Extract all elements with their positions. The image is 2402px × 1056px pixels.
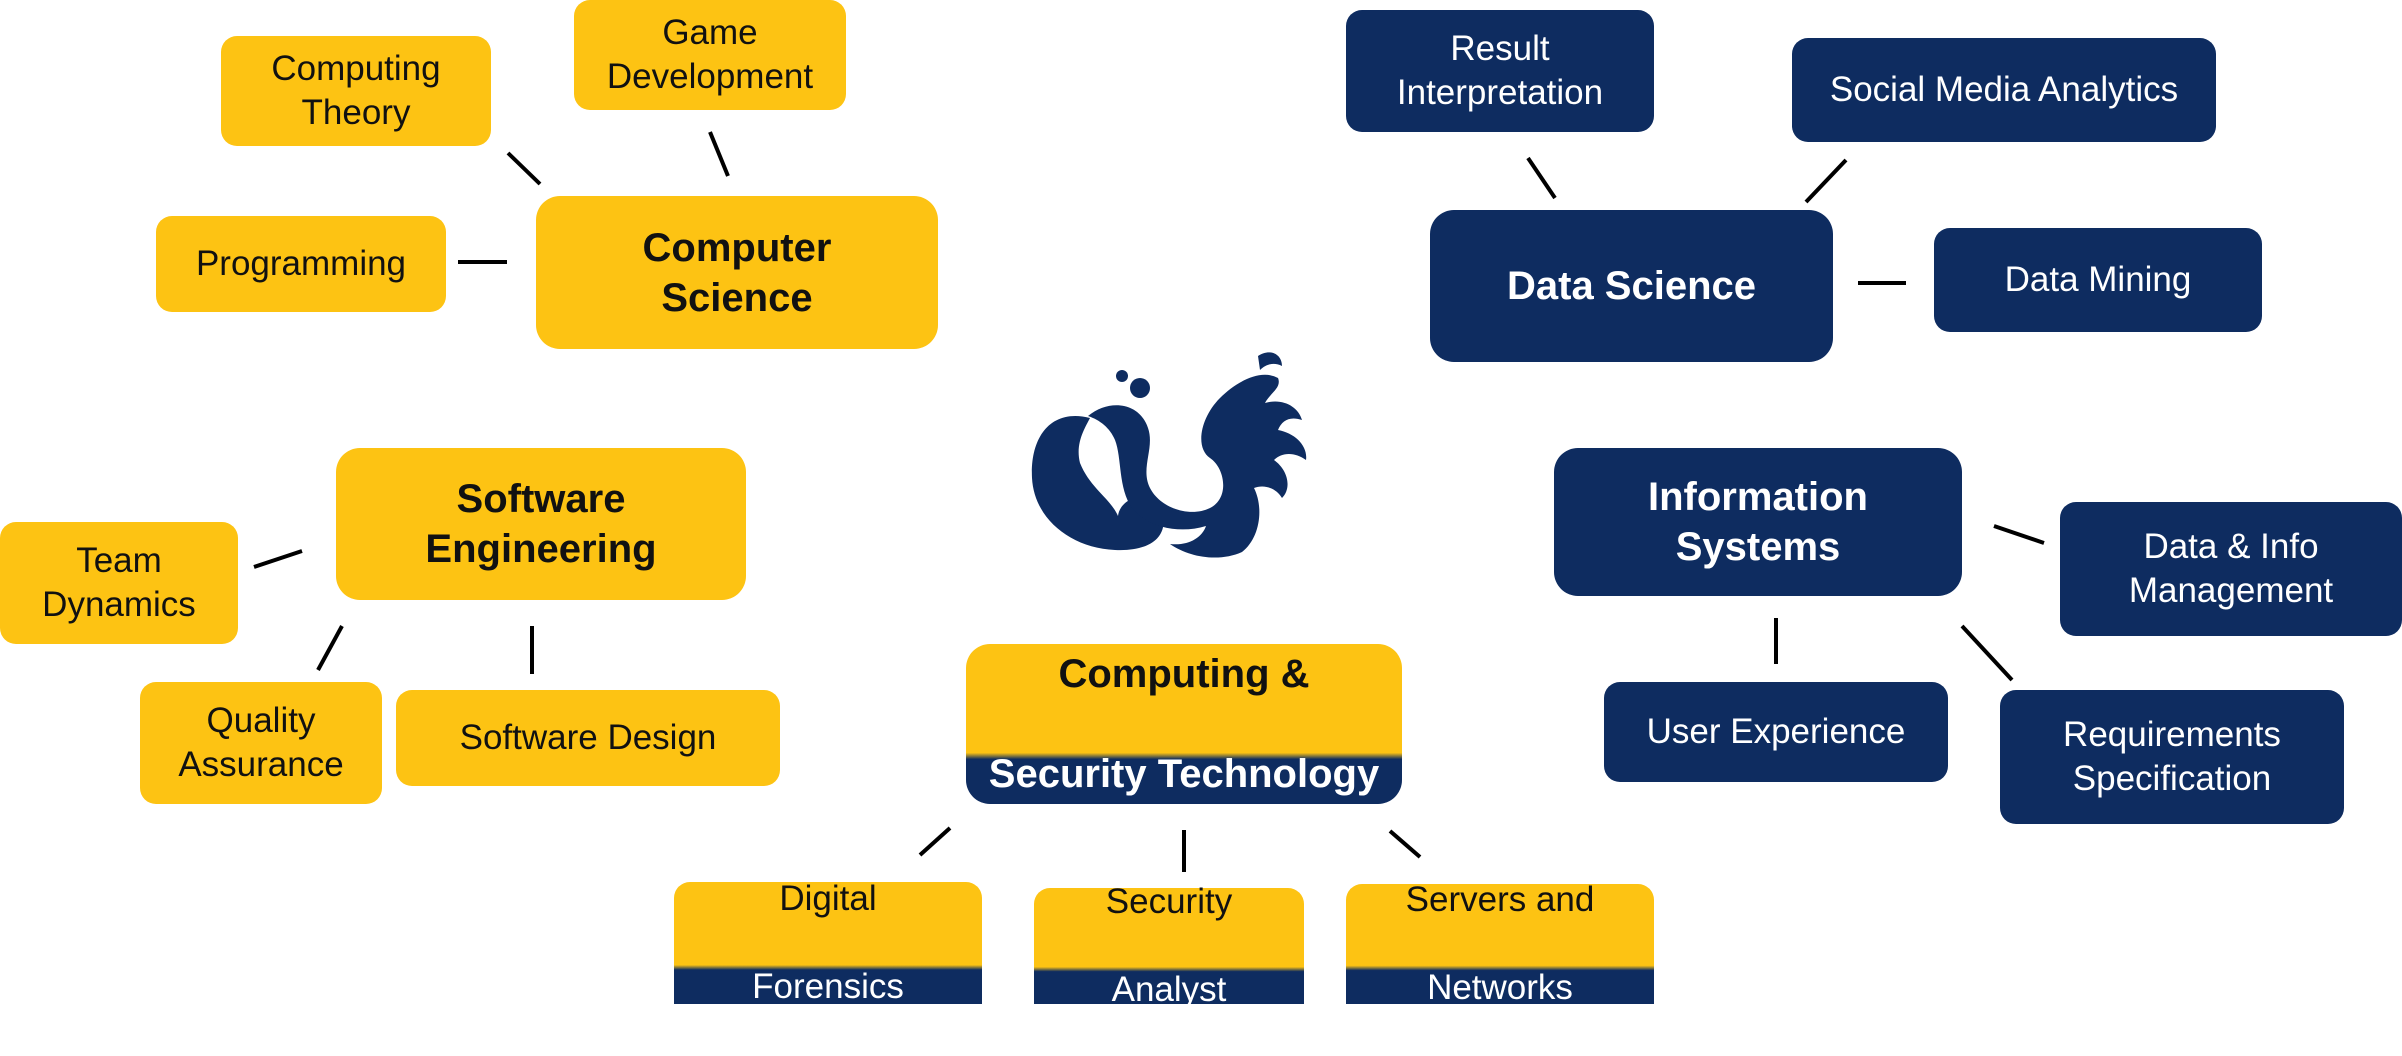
data-mining-label: Data Mining: [2004, 260, 2192, 299]
data-info-management-node: Data & Info Management: [2060, 502, 2402, 636]
quality-assurance-node: Quality Assurance: [140, 682, 382, 804]
data-info-management-label: Data & Info Management: [2128, 527, 2334, 610]
programming-node: Programming: [156, 216, 446, 312]
computing-security-technology-node: Computing & Security Technology: [966, 644, 1402, 804]
user-experience-label: User Experience: [1646, 712, 1906, 751]
team-dynamics-node: Team Dynamics: [0, 522, 238, 644]
digital-forensics-label-bottom: Forensics: [752, 967, 904, 1006]
result-interpretation-label: Result Interpretation: [1396, 29, 1604, 112]
data-science-node: Data Science: [1430, 210, 1833, 362]
connector-line: [1804, 158, 1848, 204]
user-experience-node: User Experience: [1604, 682, 1948, 782]
result-interpretation-node: Result Interpretation: [1346, 10, 1654, 132]
information-systems-node: Information Systems: [1554, 448, 1962, 596]
security-analyst-label-bottom: Analyst: [1111, 970, 1227, 1009]
connector-lines: [253, 131, 2045, 872]
software-design-node: Software Design: [396, 690, 780, 786]
computing-security-technology-label-top: Computing &: [1058, 652, 1310, 696]
computer-science-node: Computer Science: [536, 196, 938, 349]
connector-line: [253, 549, 303, 569]
connector-line: [1993, 524, 2045, 545]
requirements-specification-label: Requirements Specification: [2063, 715, 2281, 798]
connector-line: [708, 131, 730, 177]
servers-networks-label-top: Servers and: [1405, 880, 1595, 919]
data-science-label: Data Science: [1506, 264, 1757, 308]
security-analyst-node: Security Analyst: [1034, 882, 1304, 1009]
servers-networks-label-bottom: Networks: [1427, 968, 1573, 1007]
data-mining-node: Data Mining: [1934, 228, 2262, 332]
connector-line: [316, 625, 344, 671]
software-engineering-label: Software Engineering: [425, 477, 657, 571]
computing-theory-node: Computing Theory: [221, 36, 491, 146]
team-dynamics-label: Team Dynamics: [42, 541, 196, 624]
social-media-analytics-node: Social Media Analytics: [1792, 38, 2216, 142]
servers-networks-node: Servers and Networks: [1346, 880, 1654, 1007]
programming-label: Programming: [195, 244, 407, 283]
computing-theory-label: Computing Theory: [271, 49, 441, 132]
computing-security-technology-label-bottom: Security Technology: [988, 752, 1380, 796]
connector-line: [1388, 829, 1422, 859]
social-media-analytics-label: Social Media Analytics: [1829, 70, 2179, 109]
connector-line: [918, 826, 952, 857]
dragon-logo-icon: [1031, 352, 1307, 558]
security-analyst-label-top: Security: [1105, 882, 1233, 921]
computer-science-label: Computer Science: [642, 225, 832, 320]
requirements-specification-node: Requirements Specification: [2000, 690, 2344, 824]
software-engineering-node: Software Engineering: [336, 448, 746, 600]
connector-line: [1960, 624, 2014, 682]
connector-line: [1526, 156, 1557, 200]
game-development-node: Game Development: [574, 0, 846, 110]
quality-assurance-label: Quality Assurance: [178, 701, 344, 784]
game-development-label: Game Development: [606, 13, 814, 96]
connector-line: [506, 151, 542, 186]
information-systems-label: Information Systems: [1648, 475, 1868, 569]
digital-forensics-node: Digital Forensics: [674, 879, 982, 1006]
digital-forensics-label-top: Digital: [779, 879, 877, 918]
software-design-label: Software Design: [459, 718, 717, 757]
